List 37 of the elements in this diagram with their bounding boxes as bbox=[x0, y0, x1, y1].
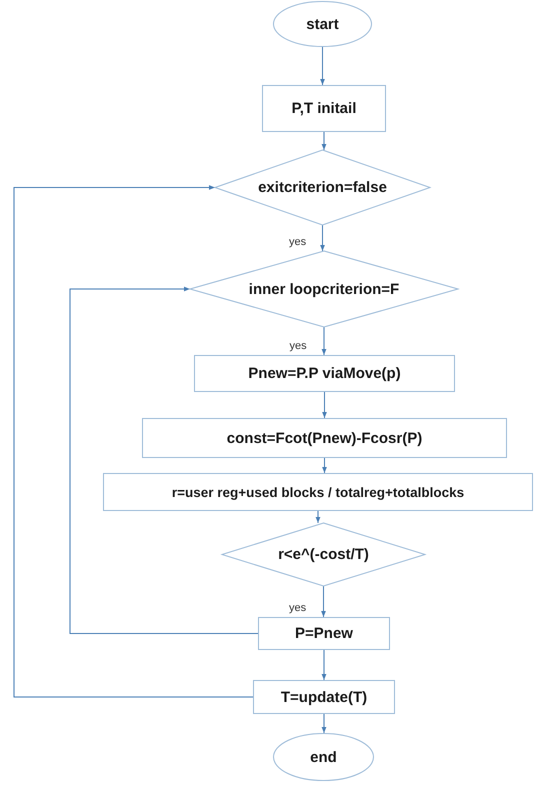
node-label: Pnew=P.P viaMove(p) bbox=[248, 365, 401, 382]
decision-diamond bbox=[222, 523, 425, 586]
node-label: end bbox=[310, 748, 337, 766]
node-label: r=user reg+used blocks / totalreg+totalblocks bbox=[172, 484, 464, 500]
node-label: P=Pnew bbox=[295, 625, 353, 642]
node-label: start bbox=[306, 16, 339, 32]
node-label: exitcriterion=false bbox=[258, 179, 387, 196]
process-box bbox=[194, 355, 455, 392]
node-label: P,T initail bbox=[292, 100, 356, 117]
terminator-ellipse bbox=[273, 1, 372, 47]
decision-diamond bbox=[190, 251, 458, 327]
arrow bbox=[322, 714, 326, 734]
arrow bbox=[322, 392, 327, 418]
arrow bbox=[322, 132, 326, 150]
arrow bbox=[321, 586, 326, 618]
edge-label: yes bbox=[288, 340, 308, 352]
node-label: const=Fcot(Pnew)-Fcosr(P) bbox=[226, 430, 422, 446]
arrow bbox=[322, 650, 326, 680]
process-box bbox=[253, 680, 395, 714]
arrow bbox=[322, 326, 326, 356]
process-box bbox=[262, 85, 386, 132]
node-label: r<e^(-cost/T) bbox=[278, 546, 369, 563]
node-label: inner loopcriterion=F bbox=[248, 280, 400, 298]
arrow bbox=[316, 510, 320, 524]
decision-diamond bbox=[215, 150, 430, 225]
terminator-ellipse bbox=[273, 733, 374, 781]
node-label: T=update(T) bbox=[280, 688, 368, 706]
arrow bbox=[322, 458, 327, 474]
edge-label: yes bbox=[288, 602, 308, 614]
arrow bbox=[14, 185, 254, 698]
edge-label: yes bbox=[288, 236, 308, 248]
arrow bbox=[320, 224, 325, 252]
arrow bbox=[320, 46, 325, 86]
process-box bbox=[258, 617, 390, 650]
process-box bbox=[142, 418, 507, 458]
process-box bbox=[103, 473, 533, 511]
arrow bbox=[70, 286, 258, 634]
